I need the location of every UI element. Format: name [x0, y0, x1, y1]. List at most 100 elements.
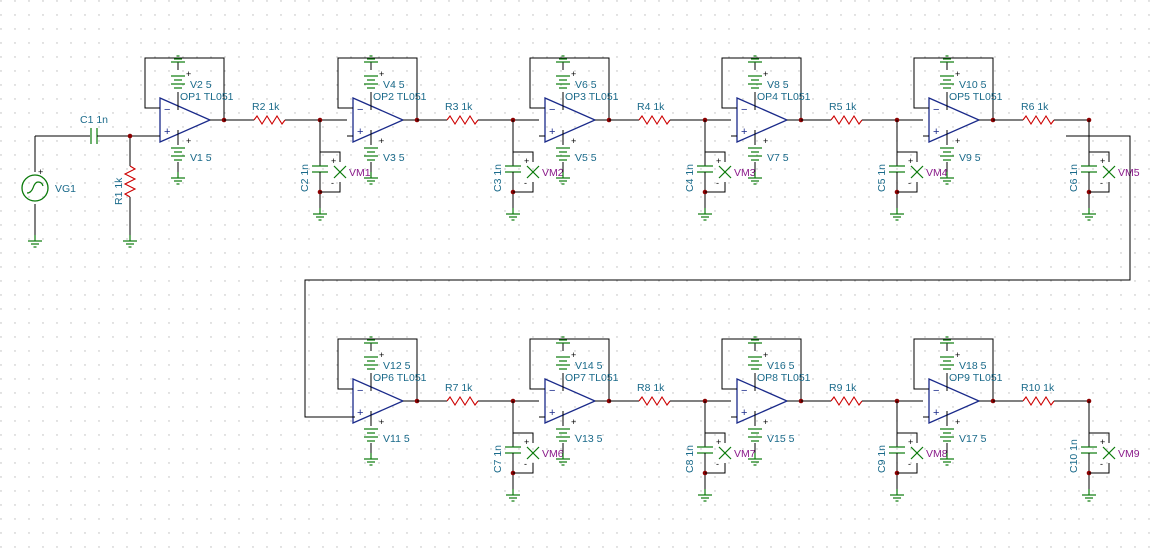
- supply-neg-label: V3 5: [383, 152, 405, 164]
- supply-neg-label: V1 5: [190, 152, 212, 164]
- svg-text:+: +: [186, 69, 191, 79]
- row-link-wire: [304, 135, 1131, 418]
- voltmeter-label: VM3: [734, 167, 756, 179]
- opamp-label: OP3 TL051: [565, 91, 619, 103]
- svg-text:−: −: [933, 104, 939, 116]
- svg-text:+: +: [1100, 437, 1105, 447]
- svg-text:+: +: [908, 437, 913, 447]
- svg-text:+: +: [379, 417, 384, 427]
- svg-text:+: +: [908, 156, 913, 166]
- svg-text:+: +: [571, 136, 576, 146]
- svg-text:+: +: [571, 350, 576, 360]
- resistor-label: R2 1k: [252, 101, 280, 113]
- opamp-label: OP8 TL051: [757, 372, 811, 384]
- series-resistor: [1022, 395, 1055, 407]
- voltmeter-label: VM7: [734, 448, 756, 460]
- resistor-label: R10 1k: [1021, 382, 1055, 394]
- resistor-label: R8 1k: [637, 382, 665, 394]
- opamp-symbol: [928, 378, 981, 424]
- opamp-symbol: [352, 378, 405, 424]
- svg-text:-: -: [331, 178, 334, 188]
- svg-text:+: +: [357, 407, 363, 419]
- supply-neg-label: V7 5: [767, 152, 789, 164]
- svg-text:+: +: [524, 156, 529, 166]
- svg-text:−: −: [549, 385, 555, 397]
- svg-text:+: +: [357, 126, 363, 138]
- opamp-label: OP7 TL051: [565, 372, 619, 384]
- svg-text:+: +: [763, 417, 768, 427]
- supply-pos-label: V18 5: [959, 360, 987, 372]
- capacitor-label: C6 1n: [1068, 164, 1080, 192]
- opamp-symbol: [544, 97, 597, 143]
- supply-neg-label: V5 5: [575, 152, 597, 164]
- supply-neg-label: V13 5: [575, 433, 603, 445]
- svg-text:+: +: [716, 156, 721, 166]
- input-resistor[interactable]: R1 1k: [113, 136, 137, 235]
- svg-text:+: +: [331, 156, 336, 166]
- supply-pos-label: V8 5: [767, 79, 789, 91]
- svg-text:+: +: [571, 417, 576, 427]
- resistor-label: R5 1k: [829, 101, 857, 113]
- svg-text:+: +: [955, 417, 960, 427]
- supply-pos-label: V10 5: [959, 79, 987, 91]
- svg-text:+: +: [741, 407, 747, 419]
- series-resistor: [830, 395, 863, 407]
- capacitor-label: C9 1n: [876, 445, 888, 473]
- source-label: VG1: [55, 183, 76, 195]
- capacitor-label: C10 1n: [1068, 439, 1080, 473]
- svg-text:+: +: [524, 437, 529, 447]
- voltmeter-label: VM6: [542, 448, 564, 460]
- resistor-label: R4 1k: [637, 101, 665, 113]
- opamp-symbol: [928, 97, 981, 143]
- opamp-symbol: [544, 378, 597, 424]
- svg-text:+: +: [763, 350, 768, 360]
- supply-neg-label: V17 5: [959, 433, 987, 445]
- svg-text:+: +: [379, 136, 384, 146]
- input-section: + VG1 C1 1n R1 1k: [21, 114, 1131, 418]
- svg-text:-: -: [716, 178, 719, 188]
- svg-text:+: +: [379, 350, 384, 360]
- signal-source[interactable]: + VG1: [21, 135, 90, 235]
- svg-text:-: -: [1100, 459, 1103, 469]
- series-resistor: [253, 114, 286, 126]
- svg-text:+: +: [379, 69, 384, 79]
- svg-text:−: −: [357, 385, 363, 397]
- svg-text:+: +: [763, 69, 768, 79]
- opamp-label: OP4 TL051: [757, 91, 811, 103]
- svg-text:+: +: [933, 126, 939, 138]
- svg-text:-: -: [716, 459, 719, 469]
- opamp-symbol: [159, 97, 212, 143]
- svg-text:+: +: [38, 167, 43, 177]
- voltmeter-label: VM5: [1118, 167, 1140, 179]
- supply-pos-label: V16 5: [767, 360, 795, 372]
- voltmeter-label: VM9: [1118, 448, 1140, 460]
- resistor-label: R9 1k: [829, 382, 857, 394]
- supply-pos-label: V14 5: [575, 360, 603, 372]
- input-capacitor-label: C1 1n: [80, 114, 108, 126]
- svg-text:+: +: [955, 136, 960, 146]
- capacitor-label: C7 1n: [492, 445, 504, 473]
- resistor-label: R6 1k: [1021, 101, 1049, 113]
- capacitor-label: C2 1n: [299, 164, 311, 192]
- series-resistor: [830, 114, 863, 126]
- series-resistor: [638, 114, 671, 126]
- opamp-label: OP1 TL051: [180, 91, 234, 103]
- supply-neg-label: V11 5: [383, 433, 410, 445]
- supply-pos-label: V4 5: [383, 79, 405, 91]
- supply-pos-label: V2 5: [190, 79, 212, 91]
- junction-node: [127, 133, 133, 139]
- voltmeter-label: VM4: [926, 167, 948, 179]
- svg-text:-: -: [1100, 178, 1103, 188]
- svg-text:+: +: [716, 437, 721, 447]
- voltmeter-label: VM2: [542, 167, 564, 179]
